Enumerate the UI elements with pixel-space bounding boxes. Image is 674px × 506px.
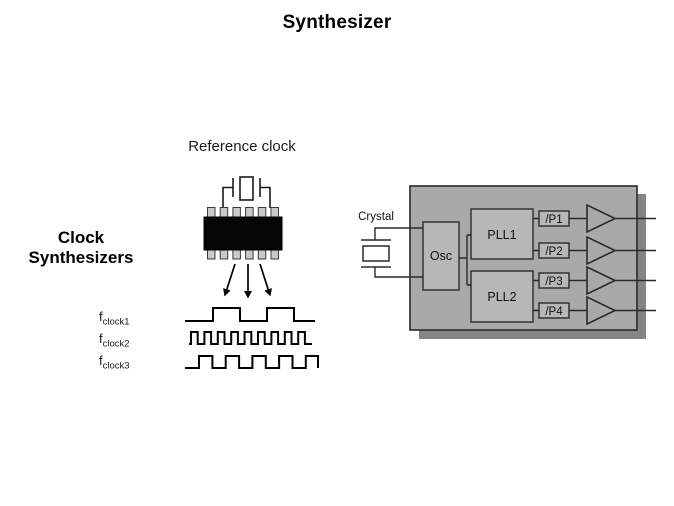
ic-body [203,216,283,251]
divider-p1-box [538,210,570,227]
fclock2-symbol: f [99,331,103,346]
ic-pin [257,249,267,260]
buffer-amp1-icon [586,203,617,234]
divider-p4-label: /P4 [545,306,563,318]
section-label-clock-synthesizers: Clock Synthesizers [8,228,154,268]
fclock2-subscript: clock2 [102,338,130,350]
pll2-box [470,270,534,323]
crystal-wires [222,186,271,208]
crystal-input-wires [374,227,423,278]
ic-pin [270,207,279,218]
clock-waveforms [185,307,319,369]
ic-pins [207,207,279,260]
waveform-clock1 [185,307,315,322]
fclock1-symbol: f [99,309,103,324]
osc-block: Osc [422,221,460,291]
fclock2-label: fclock2 [99,331,159,350]
pll1-label: PLL1 [487,228,516,242]
section-label-line2: Synthesizers [28,248,134,267]
osc-box [422,221,460,291]
ic-pin [232,249,241,260]
pll2-block: PLL2 [470,270,534,323]
reference-clock-diagram [185,176,319,369]
ic-pin [232,207,241,218]
divider-p3-label: /P3 [545,276,562,288]
buffer-amp4-icon [586,295,617,326]
pll2-label: PLL2 [487,290,516,304]
buffer-amp2-icon [586,235,617,266]
osc-label: Osc [430,249,452,263]
waveform-clock3 [185,355,319,369]
divider-p3-box [538,272,570,289]
ic-pin [270,249,279,260]
arrow-right-icon [259,263,272,297]
fclock1-label: fclock1 [99,309,159,328]
divider-p2-box [538,242,570,259]
divider-p2-label: /P2 [545,246,562,258]
ic-pin [245,249,254,260]
slide-title: Synthesizer [282,12,392,33]
buffer-amp3-icon [586,265,617,296]
crystal-symbol-ref [222,176,271,208]
crystal-body-icon [362,245,390,262]
divider-p2-block: /P2 [538,242,570,259]
fclock1-subscript: clock1 [102,316,130,328]
pll1-block: PLL1 [470,208,534,260]
divider-p1-block: /P1 [538,210,570,227]
divider-p4-block: /P4 [538,302,570,319]
waveform-clock2 [189,331,312,345]
arrow-left-icon [223,263,236,297]
osc-to-pll-wires [459,234,471,286]
section-label-line1: Clock [57,228,105,247]
reference-clock-heading: Reference clock [188,138,296,155]
crystal-label: Crystal [358,211,394,223]
crystal-symbol-input [361,227,423,278]
divider-p1-label: /P1 [545,214,562,226]
ic-pin [257,207,267,218]
ic-chip [203,207,283,260]
synthesizer-block-diagram: Crystal Osc PLL1 PLL2 /P1 [358,185,656,339]
fclock3-subscript: clock3 [102,360,130,372]
crystal-body-icon [239,176,254,201]
divider-p3-block: /P3 [538,272,570,289]
fclock3-symbol: f [99,353,103,368]
fclock3-label: fclock3 [99,353,159,372]
pll1-box [470,208,534,260]
ic-pin [219,207,229,218]
output-arrows [223,263,272,299]
ic-pin [207,249,216,260]
ic-pin [207,207,216,218]
divider-p4-box [538,302,570,319]
ic-pin [245,207,254,218]
ic-pin [219,249,229,260]
